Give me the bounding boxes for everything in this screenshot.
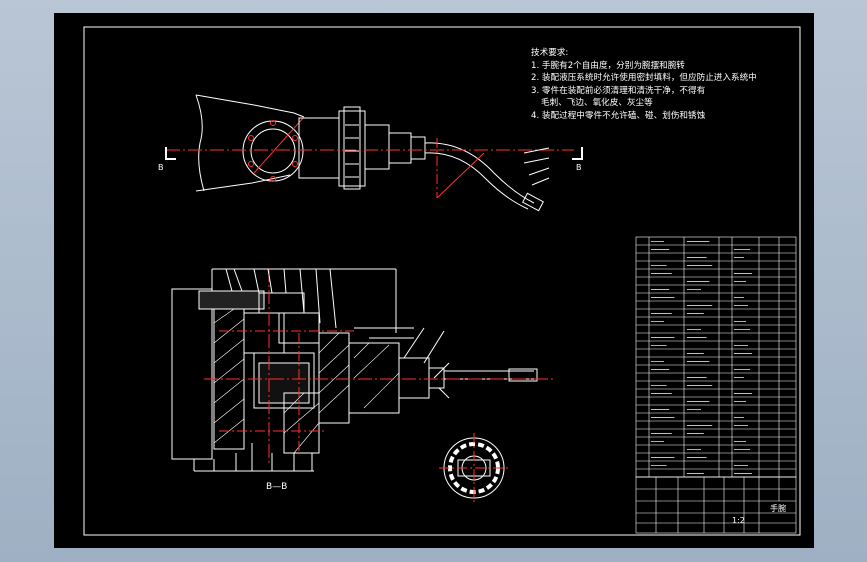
tech-req-2: 2. 装配液压系统时允许使用密封填料，但应防止进入系统中 xyxy=(531,73,757,84)
section-view-label: B—B xyxy=(266,482,288,492)
bom-text-marks xyxy=(651,241,752,474)
border-frame xyxy=(83,26,801,536)
tech-req-3b: 毛刺、飞边、氧化皮、灰尘等 xyxy=(541,98,653,109)
detail-view-circle xyxy=(439,433,509,503)
cad-drawing xyxy=(83,26,801,536)
tech-req-3: 3. 零件在装配前必须清理和清洗干净，不得有 xyxy=(531,85,706,96)
top-view xyxy=(165,94,583,212)
section-mark-left: B xyxy=(158,163,164,172)
title-block xyxy=(635,476,797,534)
section-view xyxy=(171,268,554,472)
drawing-sheet: 技术要求: 1. 手腕有2个自由度，分别为腕摆和腕转 2. 装配液压系统时允许使… xyxy=(54,13,814,548)
parts-list-table xyxy=(635,236,797,478)
title-block-sheet: 手腕 xyxy=(770,504,786,513)
tech-req-4: 4. 装配过程中零件不允许磕、碰、划伤和锈蚀 xyxy=(531,110,706,121)
tech-req-1: 1. 手腕有2个自由度，分别为腕摆和腕转 xyxy=(531,60,685,71)
tech-req-title: 技术要求: xyxy=(531,48,569,58)
title-block-scale: 1:2 xyxy=(732,516,745,525)
technical-requirements: 技术要求: 1. 手腕有2个自由度，分别为腕摆和腕转 2. 装配液压系统时允许使… xyxy=(531,47,811,123)
section-mark-right: B xyxy=(576,163,582,172)
